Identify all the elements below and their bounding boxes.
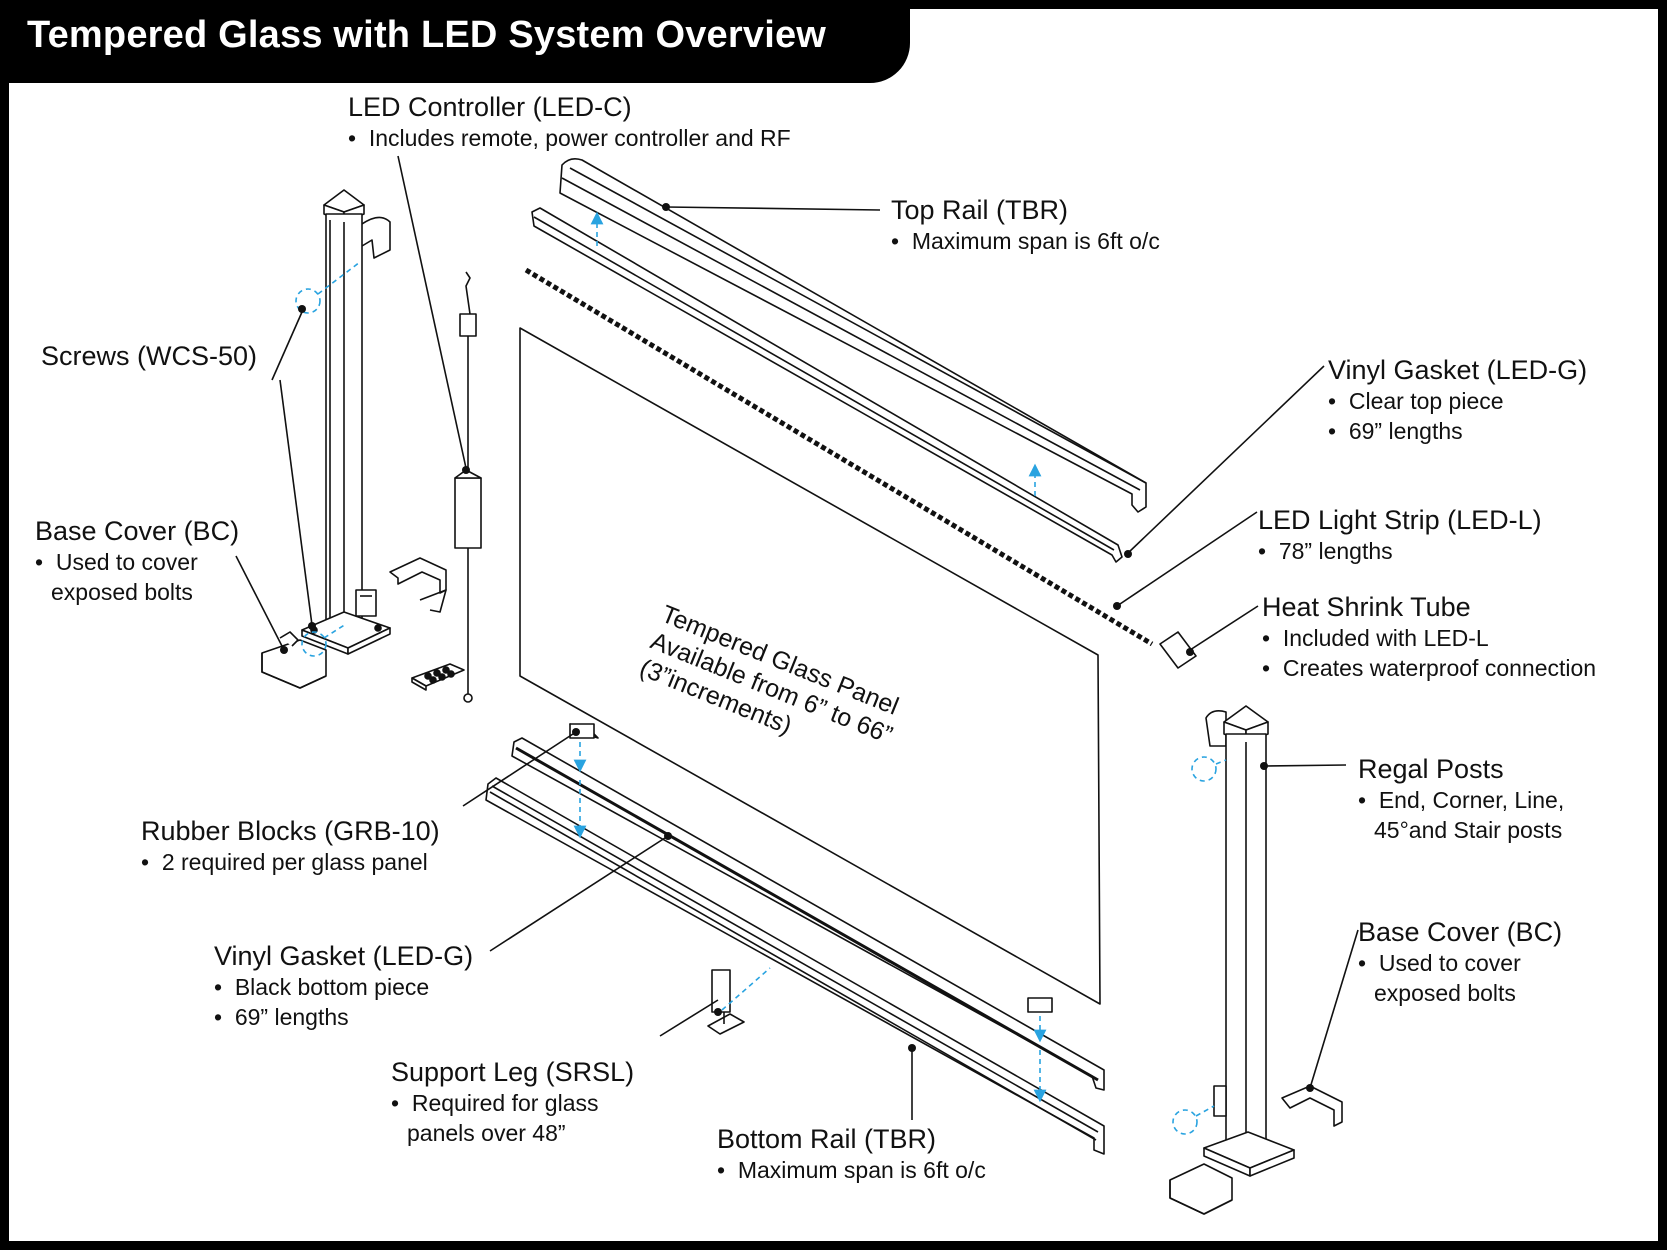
bottom-gasket [511,737,1105,1091]
label-title: Regal Posts [1358,754,1504,784]
label-bullet: Required for glass [391,1088,634,1118]
label-base-cover-left: Base Cover (BC) Used to cover exposed bo… [35,516,239,607]
title-banner: Tempered Glass with LED System Overview [0,0,910,83]
top-rail [559,158,1147,513]
label-title: Vinyl Gasket (LED-G) [214,941,474,971]
left-base-cover-parts [261,557,447,689]
label-screws: Screws (WCS-50) [41,341,257,372]
label-bullet-continued: exposed bolts [51,579,193,605]
label-title: Base Cover (BC) [35,516,240,546]
label-bullet: Included with LED-L [1262,623,1596,653]
label-base-cover-right: Base Cover (BC) Used to cover exposed bo… [1358,917,1562,1008]
right-base-cover-parts [1169,1085,1343,1215]
led-controller-unit [454,271,482,703]
label-title: LED Controller (LED-C) [348,92,632,122]
label-vinyl-gasket-top: Vinyl Gasket (LED-G) Clear top piece 69”… [1328,355,1587,446]
label-bullet: Used to cover [1358,948,1562,978]
assembly-guides [295,211,1227,1135]
label-bullet: End, Corner, Line, [1358,785,1564,815]
remote-control [411,663,465,691]
left-regal-post [301,189,391,655]
label-bullet: Includes remote, power controller and RF [348,123,791,153]
tempered-glass-panel [519,327,1101,1005]
label-bullet: 78” lengths [1258,536,1542,566]
label-bullet-continued: 45°and Stair posts [1374,817,1563,843]
label-title: Bottom Rail (TBR) [717,1124,937,1154]
label-bullet: 2 required per glass panel [141,847,440,877]
label-bullet: 69” lengths [214,1002,473,1032]
label-bullet: Maximum span is 6ft o/c [891,226,1160,256]
label-rubber-blocks: Rubber Blocks (GRB-10) 2 required per gl… [141,816,440,877]
label-bullet: Creates waterproof connection [1262,653,1596,683]
label-title: Rubber Blocks (GRB-10) [141,816,440,846]
label-top-rail: Top Rail (TBR) Maximum span is 6ft o/c [891,195,1160,256]
label-bullet: Black bottom piece [214,972,473,1002]
label-bullet-continued: panels over 48” [407,1120,566,1146]
label-led-controller: LED Controller (LED-C) Includes remote, … [348,92,791,153]
label-title: Heat Shrink Tube [1262,592,1471,622]
label-title: Top Rail (TBR) [891,195,1069,225]
leader-lines [235,155,1359,1120]
label-vinyl-gasket-bottom: Vinyl Gasket (LED-G) Black bottom piece … [214,941,473,1032]
label-title: Support Leg (SRSL) [391,1057,635,1087]
label-bullet: 69” lengths [1328,416,1587,446]
label-regal-posts: Regal Posts End, Corner, Line, 45°and St… [1358,754,1564,845]
label-title: LED Light Strip (LED-L) [1258,505,1542,535]
label-bullet: Used to cover [35,547,239,577]
label-title: Base Cover (BC) [1358,917,1563,947]
page-title: Tempered Glass with LED System Overview [27,14,827,56]
bottom-rail [485,777,1105,1155]
label-title: Vinyl Gasket (LED-G) [1328,355,1588,385]
label-heat-shrink: Heat Shrink Tube Included with LED-L Cre… [1262,592,1596,683]
label-bottom-rail: Bottom Rail (TBR) Maximum span is 6ft o/… [717,1124,986,1185]
label-bullet: Maximum span is 6ft o/c [717,1155,986,1185]
label-bullet-continued: exposed bolts [1374,980,1516,1006]
label-title: Screws (WCS-50) [41,341,258,371]
label-bullet: Clear top piece [1328,386,1587,416]
label-support-leg: Support Leg (SRSL) Required for glass pa… [391,1057,634,1148]
right-regal-post [1203,705,1295,1177]
top-gasket [531,207,1123,563]
led-light-strip [524,267,1197,669]
leader-dots [280,203,1314,1092]
label-led-strip: LED Light Strip (LED-L) 78” lengths [1258,505,1542,566]
